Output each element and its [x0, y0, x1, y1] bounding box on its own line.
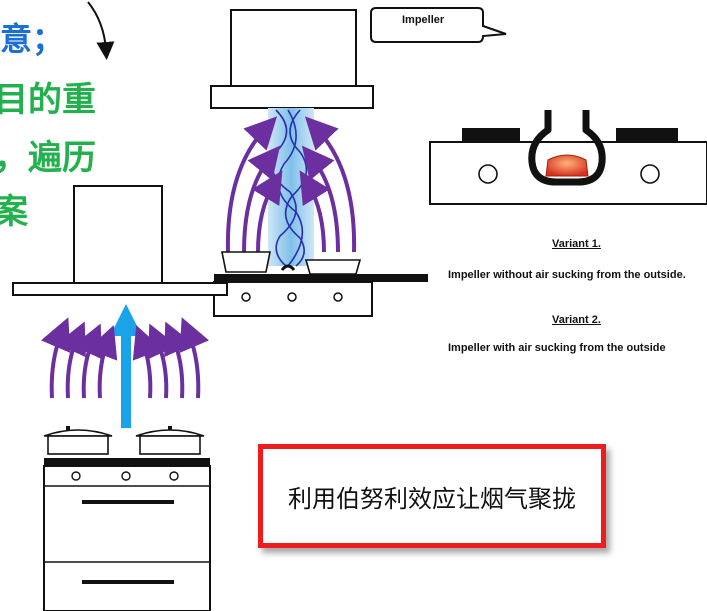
pointer-arrow: [87, 1, 115, 60]
headline-line-4: 案: [0, 192, 28, 232]
impeller-label: Impeller: [402, 14, 445, 26]
highlight-text: 利用伯努利效应让烟气聚拢: [288, 484, 576, 513]
hood-diagram-top: [210, 9, 428, 317]
variant-1-title: Variant 1.: [552, 238, 601, 250]
variant-2-description: Impeller with air sucking from the outsi…: [448, 342, 666, 354]
hood-diagram-bottom: [12, 185, 228, 611]
headline-line-1: 意；: [0, 20, 65, 58]
variant-2-title: Variant 2.: [552, 314, 601, 326]
impeller-callout: [370, 7, 507, 43]
headline-line-3: ，遍历: [0, 138, 96, 178]
highlight-box: 利用伯努利效应让烟气聚拢: [258, 444, 606, 548]
burner-cross-section: [429, 110, 707, 205]
variant-1-description: Impeller without air sucking from the ou…: [448, 269, 686, 281]
headline-line-2: 目的重: [0, 80, 96, 120]
